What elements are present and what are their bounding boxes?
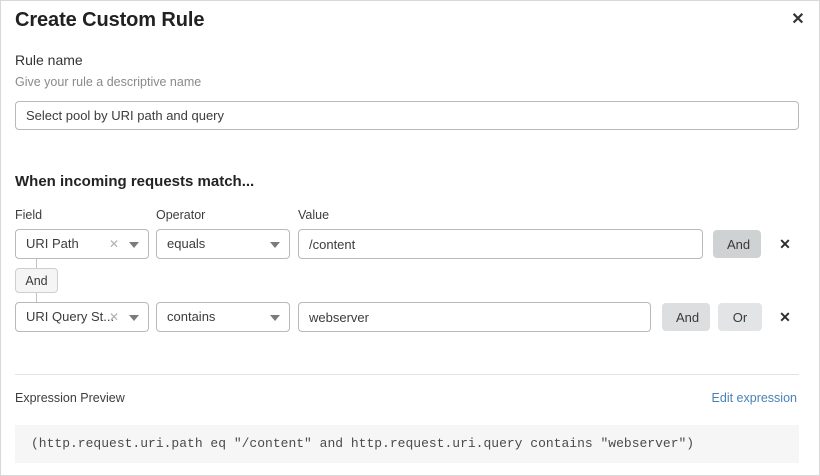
delete-condition-icon-2[interactable]: ✕ [774, 302, 796, 332]
chevron-down-icon[interactable] [270, 315, 280, 321]
value-input-1[interactable] [298, 229, 703, 259]
chevron-down-icon[interactable] [129, 242, 139, 248]
expression-preview-code: (http.request.uri.path eq "/content" and… [15, 425, 799, 463]
field-select-value: URI Path [26, 236, 79, 251]
and-button-row-1[interactable]: And [713, 230, 761, 258]
column-label-field: Field [15, 208, 43, 222]
operator-select-value: equals [167, 236, 206, 251]
edit-expression-link[interactable]: Edit expression [711, 391, 797, 405]
field-select-2[interactable]: URI Query St... ✕ [15, 302, 149, 332]
field-select-value: URI Query St... [26, 309, 115, 324]
connector-line-bottom [36, 293, 37, 303]
rule-name-label: Rule name [15, 52, 83, 68]
operator-select-value: contains [167, 309, 216, 324]
clear-icon[interactable]: ✕ [108, 310, 119, 324]
chevron-down-icon[interactable] [270, 242, 280, 248]
close-icon[interactable]: ✕ [785, 7, 811, 33]
value-input-2[interactable] [298, 302, 651, 332]
or-button-row-2[interactable]: Or [718, 303, 762, 331]
operator-select-2[interactable]: contains [156, 302, 290, 332]
conditions-heading: When incoming requests match... [15, 173, 255, 190]
clear-icon[interactable]: ✕ [108, 237, 119, 251]
field-select-1[interactable]: URI Path ✕ [15, 229, 149, 259]
and-button-row-2[interactable]: And [662, 303, 710, 331]
rule-name-input[interactable] [15, 101, 799, 130]
rule-name-help-text: Give your rule a descriptive name [15, 75, 202, 89]
operator-select-1[interactable]: equals [156, 229, 290, 259]
column-label-operator: Operator [156, 208, 206, 222]
column-label-value: Value [298, 208, 330, 222]
page-title: Create Custom Rule [15, 9, 205, 31]
expression-preview-label: Expression Preview [15, 391, 125, 405]
group-connector-and-button[interactable]: And [15, 268, 58, 293]
delete-condition-icon-1[interactable]: ✕ [774, 229, 796, 259]
connector-line-top [36, 259, 37, 269]
chevron-down-icon[interactable] [129, 315, 139, 321]
section-divider [15, 374, 799, 375]
